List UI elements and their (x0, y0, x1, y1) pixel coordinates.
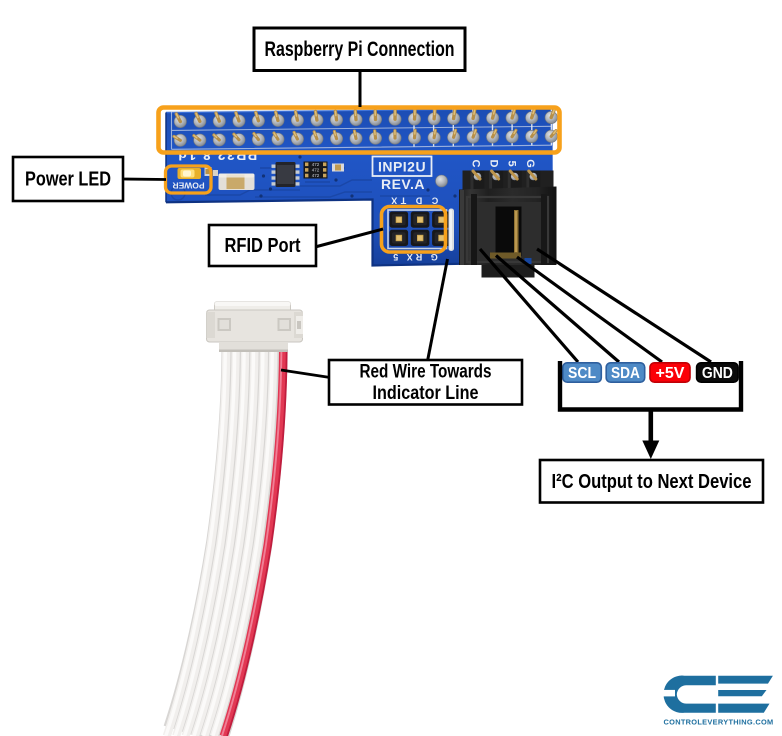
svg-text:Indicator Line: Indicator Line (373, 383, 479, 404)
svg-text:INPI2U: INPI2U (378, 159, 426, 175)
svg-text:472: 472 (312, 173, 320, 178)
svg-text:Red Wire Towards: Red Wire Towards (360, 362, 492, 383)
svg-text:472: 472 (312, 162, 320, 167)
svg-text:5: 5 (506, 160, 518, 166)
svg-text:I²C Output to Next Device: I²C Output to Next Device (552, 471, 752, 493)
svg-text:CONTROLEVERYTHING.COM: CONTROLEVERYTHING.COM (664, 718, 774, 727)
svg-text:472: 472 (312, 168, 320, 173)
svg-text:RFID Port: RFID Port (225, 235, 301, 257)
svg-text:POWER: POWER (172, 181, 204, 191)
svg-text:Power LED: Power LED (25, 169, 111, 191)
svg-text:SCL: SCL (568, 365, 596, 382)
svg-text:C: C (470, 160, 482, 168)
svg-text:GND: GND (702, 365, 733, 382)
svg-text:SDA: SDA (611, 365, 640, 382)
svg-text:PR32 8 1d: PR32 8 1d (177, 148, 257, 164)
svg-text:G RX 5: G RX 5 (390, 252, 438, 262)
svg-text:REV.A: REV.A (381, 176, 425, 192)
svg-text:C D TX: C D TX (388, 196, 439, 206)
svg-text:+5V: +5V (656, 365, 686, 382)
svg-text:D: D (488, 160, 500, 168)
svg-text:Raspberry Pi Connection: Raspberry Pi Connection (265, 38, 455, 61)
svg-text:G: G (524, 159, 536, 168)
